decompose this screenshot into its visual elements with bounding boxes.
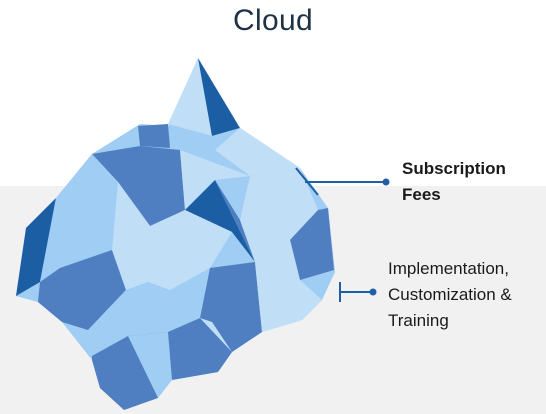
ice-facet [168, 58, 212, 136]
label-line: Subscription [402, 159, 506, 178]
connector-tick-subscription [295, 167, 319, 196]
ice-facet [215, 128, 300, 176]
ice-facet [92, 146, 185, 226]
ice-facet [138, 124, 170, 148]
connector-dot-implementation [369, 288, 377, 296]
ice-facet [185, 180, 255, 262]
ice-facet [198, 58, 240, 136]
ice-facet [255, 262, 322, 332]
ice-facet [38, 250, 126, 330]
connector-dot-subscription [382, 178, 390, 186]
ice-facet [215, 180, 255, 262]
ice-facet [168, 318, 232, 380]
label-subscription-fees: Subscription Fees [402, 156, 506, 208]
ice-facet [290, 208, 334, 280]
ice-facet [16, 198, 56, 296]
diagram-title: Cloud [233, 4, 313, 37]
ice-facet [128, 332, 172, 398]
label-line: Customization & [388, 285, 512, 304]
ice-facet [40, 154, 118, 282]
label-line: Implementation, [388, 259, 509, 278]
ice-facet [148, 210, 232, 290]
label-implementation: Implementation, Customization & Training [388, 256, 512, 334]
ice-facet [240, 220, 300, 280]
label-line: Training [388, 311, 449, 330]
ice-facet [88, 282, 200, 356]
ice-facet [200, 318, 232, 352]
ice-facet [112, 182, 150, 290]
label-line: Fees [402, 185, 441, 204]
ice-facet [240, 168, 318, 240]
